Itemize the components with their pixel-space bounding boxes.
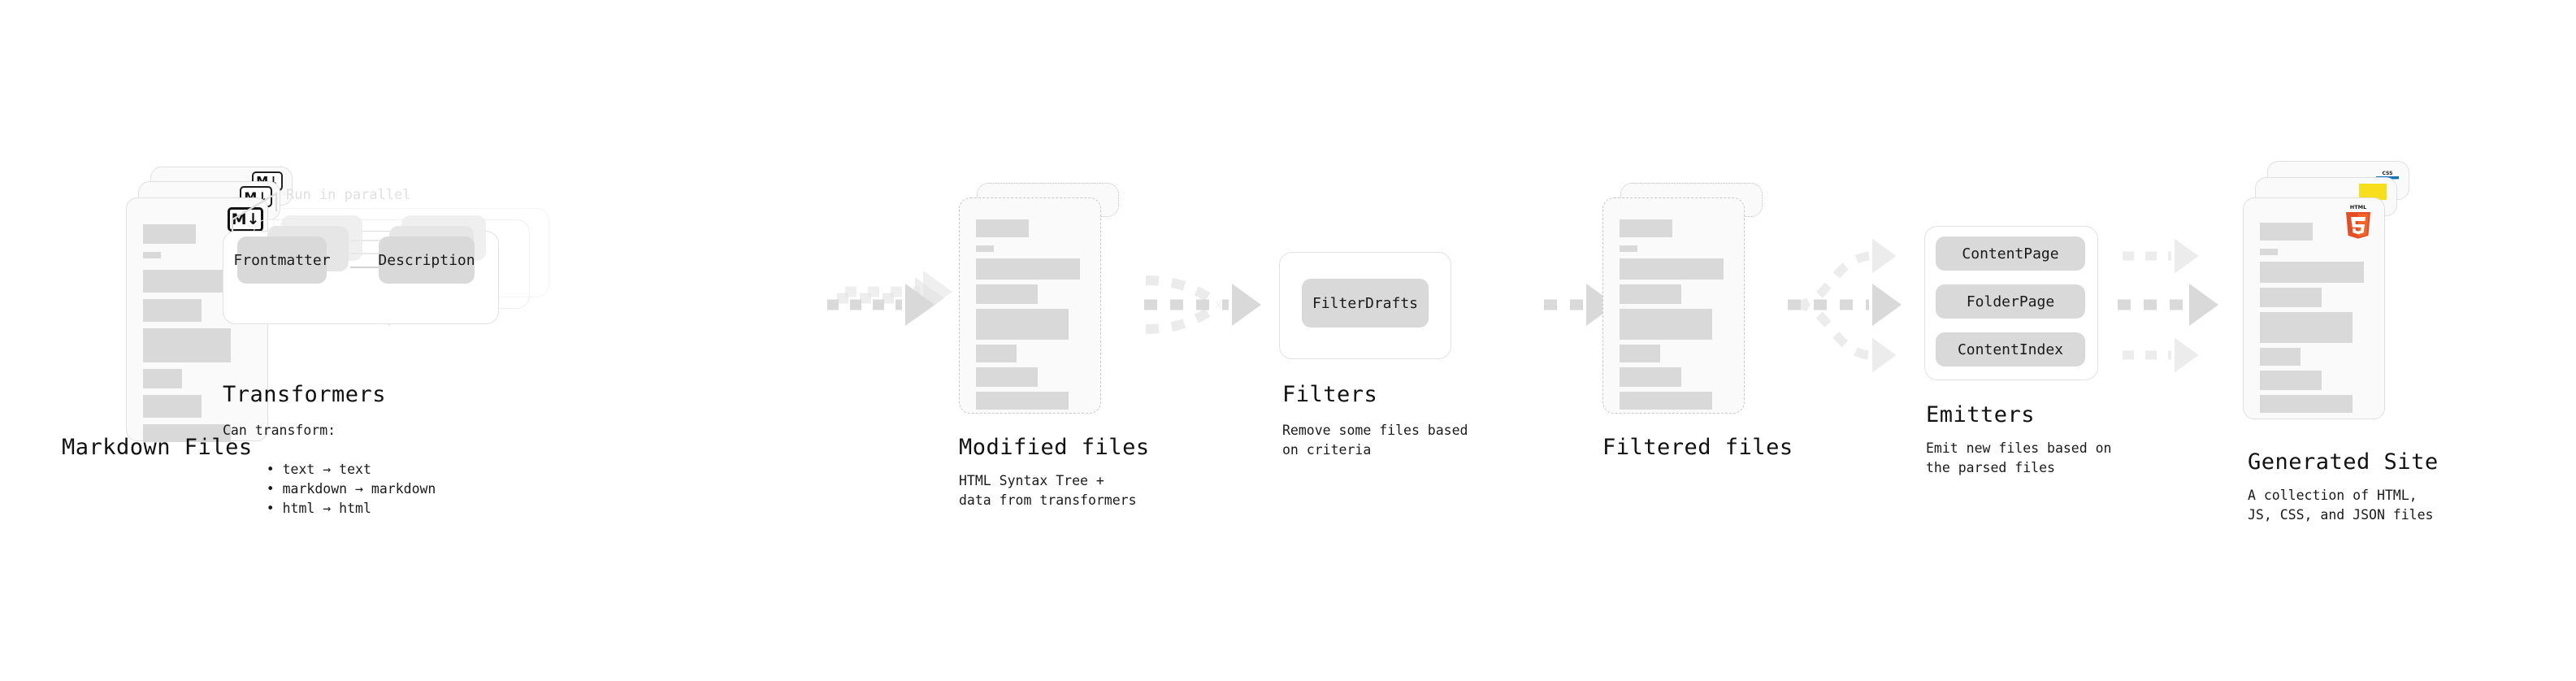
filtered-card-front bbox=[1602, 197, 1745, 414]
caption-filters-subtitle: Remove some files based on criteria bbox=[1282, 423, 1468, 458]
html5-badge-glyph: HTML bbox=[2346, 204, 2370, 239]
caption-filters-title: Filters bbox=[1282, 382, 1378, 407]
transformers-bullet-2: • html → html bbox=[266, 501, 371, 516]
transformers-bullet-1: • markdown → markdown bbox=[266, 481, 436, 497]
caption-generated-site-title: Generated Site bbox=[2248, 449, 2439, 475]
bullet-dot: • bbox=[266, 501, 283, 516]
caption-transformers-title: Transformers bbox=[223, 382, 387, 407]
doc-bar bbox=[143, 252, 161, 258]
bullet-dot: • bbox=[266, 481, 283, 497]
doc-bar bbox=[976, 219, 1029, 237]
caption-modified-files-subtitle: HTML Syntax Tree + data from transformer… bbox=[959, 473, 1137, 508]
doc-bar bbox=[2260, 262, 2364, 283]
doc-bar bbox=[2260, 223, 2313, 241]
connector-transformers-to-modified bbox=[827, 271, 952, 326]
doc-bar bbox=[976, 367, 1038, 387]
caption-emitters-title: Emitters bbox=[1926, 402, 2036, 427]
js-badge bbox=[2359, 184, 2387, 200]
doc-bar bbox=[2260, 312, 2353, 343]
caption-transformers-subtitle: Can transform: bbox=[223, 423, 336, 438]
transformers-bullet-0: • text → text bbox=[266, 462, 371, 477]
doc-bar bbox=[2260, 288, 2322, 307]
doc-bar bbox=[976, 392, 1069, 410]
chip-filterdrafts[interactable]: FilterDrafts bbox=[1302, 279, 1429, 327]
doc-bar bbox=[1620, 345, 1660, 362]
caption-markdown-files-title: Markdown Files bbox=[62, 435, 253, 460]
site-card-front bbox=[2243, 197, 2385, 419]
doc-bar bbox=[143, 299, 202, 322]
doc-bar bbox=[976, 245, 994, 252]
doc-bar bbox=[976, 309, 1069, 340]
doc-bar bbox=[976, 345, 1017, 362]
svg-text:CSS: CSS bbox=[2383, 171, 2393, 176]
markdown-card-front bbox=[126, 197, 268, 442]
doc-bar bbox=[2260, 348, 2301, 366]
run-in-parallel-bracket bbox=[231, 192, 278, 241]
doc-bar bbox=[1620, 245, 1637, 252]
chip-contentindex[interactable]: ContentIndex bbox=[1936, 332, 2085, 367]
modified-card-front bbox=[959, 197, 1101, 414]
doc-bar bbox=[1620, 284, 1681, 304]
doc-bar bbox=[1620, 219, 1672, 237]
caption-modified-files-title: Modified files bbox=[959, 435, 1150, 460]
doc-bar bbox=[143, 328, 231, 362]
html5-badge: HTML bbox=[2344, 203, 2373, 239]
doc-bar bbox=[143, 224, 196, 244]
doc-bar bbox=[1620, 392, 1712, 410]
chip-frontmatter[interactable]: Frontmatter bbox=[233, 236, 331, 284]
doc-bar bbox=[143, 395, 202, 418]
doc-bar bbox=[976, 284, 1038, 304]
doc-bar bbox=[1620, 309, 1712, 340]
connector-filtered-to-emitters bbox=[1788, 238, 1902, 373]
bullet-dot: • bbox=[266, 462, 283, 477]
run-in-parallel-label: Run in parallel bbox=[286, 187, 411, 203]
doc-bar bbox=[2260, 371, 2322, 390]
connector-emitters-to-site bbox=[2118, 238, 2218, 373]
caption-filtered-files-title: Filtered files bbox=[1602, 435, 1793, 460]
connector-modified-to-filters bbox=[1144, 275, 1261, 334]
svg-text:HTML: HTML bbox=[2350, 204, 2366, 210]
doc-bar bbox=[143, 369, 182, 388]
caption-emitters-subtitle: Emit new files based on the parsed files bbox=[1926, 440, 2112, 475]
doc-bar bbox=[1620, 258, 1724, 280]
chip-folderpage[interactable]: FolderPage bbox=[1936, 284, 2085, 319]
doc-bar bbox=[2260, 395, 2353, 413]
doc-bar bbox=[1620, 367, 1681, 387]
doc-bar bbox=[976, 258, 1080, 280]
doc-bar bbox=[2260, 249, 2278, 255]
chip-contentpage[interactable]: ContentPage bbox=[1936, 236, 2085, 271]
doc-bar bbox=[143, 424, 231, 442]
caption-generated-site-subtitle: A collection of HTML, JS, CSS, and JSON … bbox=[2248, 488, 2434, 523]
chip-description[interactable]: Description bbox=[378, 236, 475, 284]
